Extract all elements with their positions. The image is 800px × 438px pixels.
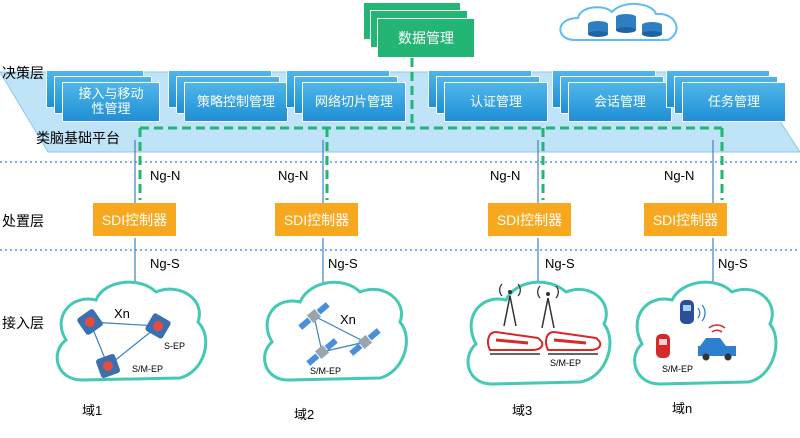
layer-label-access: 接入层	[2, 315, 44, 331]
ng-s-label-1: Ng-S	[150, 256, 180, 271]
d1-device-2-icon	[145, 313, 171, 339]
d1-smep-label: S/M-EP	[132, 364, 164, 374]
domain-label-1: 域1	[82, 403, 103, 418]
d2-link-a	[313, 315, 366, 343]
d2-satellite-1-icon	[298, 302, 330, 330]
ng-n-label-3: Ng-N	[490, 168, 521, 183]
d2-link-c	[321, 341, 366, 353]
layer-label-decision: 决策层	[2, 65, 44, 81]
storage-stack-2	[616, 14, 636, 33]
d2-xn-label: Xn	[340, 312, 356, 327]
ng-s-label-2: Ng-S	[328, 256, 358, 271]
dn-car-2-icon	[656, 334, 670, 358]
d3-tower-2-icon	[537, 285, 559, 329]
module-policy: 策略控制管理	[184, 82, 288, 122]
domain-cloud-2	[263, 280, 408, 382]
d3-tower-1-icon	[499, 283, 521, 327]
layer-label-handling: 处置层	[2, 213, 44, 229]
ng-s-label-4: Ng-S	[718, 256, 748, 271]
platform-label: 类脑基础平台	[36, 130, 120, 146]
d3-smep-label: S/M-EP	[550, 358, 582, 368]
d1-device-3-icon	[96, 354, 120, 378]
module-task: 任务管理	[682, 82, 786, 122]
ng-n-label-4: Ng-N	[664, 168, 695, 183]
storage-stack-1	[588, 21, 608, 37]
d2-smep-label: S/M-EP	[310, 366, 342, 376]
d3-train-2-icon	[545, 330, 602, 355]
d3-train-1-icon	[487, 330, 544, 355]
module-access-mobility: 接入与移动性管理	[62, 82, 160, 122]
data-mgmt-box: 数据管理	[377, 18, 475, 58]
domain-cloud-1	[55, 280, 208, 382]
domain-label-3: 域3	[512, 403, 533, 418]
d1-device-1-icon	[77, 309, 103, 335]
ng-s-label-3: Ng-S	[545, 256, 575, 271]
domain-label-n: 域n	[672, 401, 693, 416]
sdi-controller-2: SDI控制器	[275, 203, 358, 236]
dn-car-1-icon	[680, 300, 706, 324]
dn-smep-label: S/M-EP	[662, 364, 694, 374]
dn-car-3-icon	[698, 324, 736, 361]
domain-label-2: 域2	[294, 407, 315, 422]
ng-n-label-1: Ng-N	[150, 168, 181, 183]
d2-satellite-3-icon	[306, 338, 338, 366]
sdi-controller-1: SDI控制器	[93, 203, 176, 236]
module-slicing: 网络切片管理	[302, 82, 406, 122]
ng-n-label-2: Ng-N	[278, 168, 309, 183]
module-auth: 认证管理	[444, 82, 548, 122]
sdi-controller-4: SDI控制器	[644, 203, 727, 236]
storage-stack-3	[642, 22, 662, 37]
d1-xn-label: Xn	[114, 306, 130, 321]
d2-satellite-2-icon	[349, 328, 381, 356]
d1-sep-label: S-EP	[164, 341, 186, 351]
d2-link-b	[313, 315, 323, 353]
sdi-controller-3: SDI控制器	[488, 203, 571, 236]
domain-cloud-n	[633, 280, 778, 386]
storage-cloud	[559, 3, 678, 41]
module-session: 会话管理	[568, 82, 672, 122]
domain-cloud-3	[466, 280, 612, 386]
